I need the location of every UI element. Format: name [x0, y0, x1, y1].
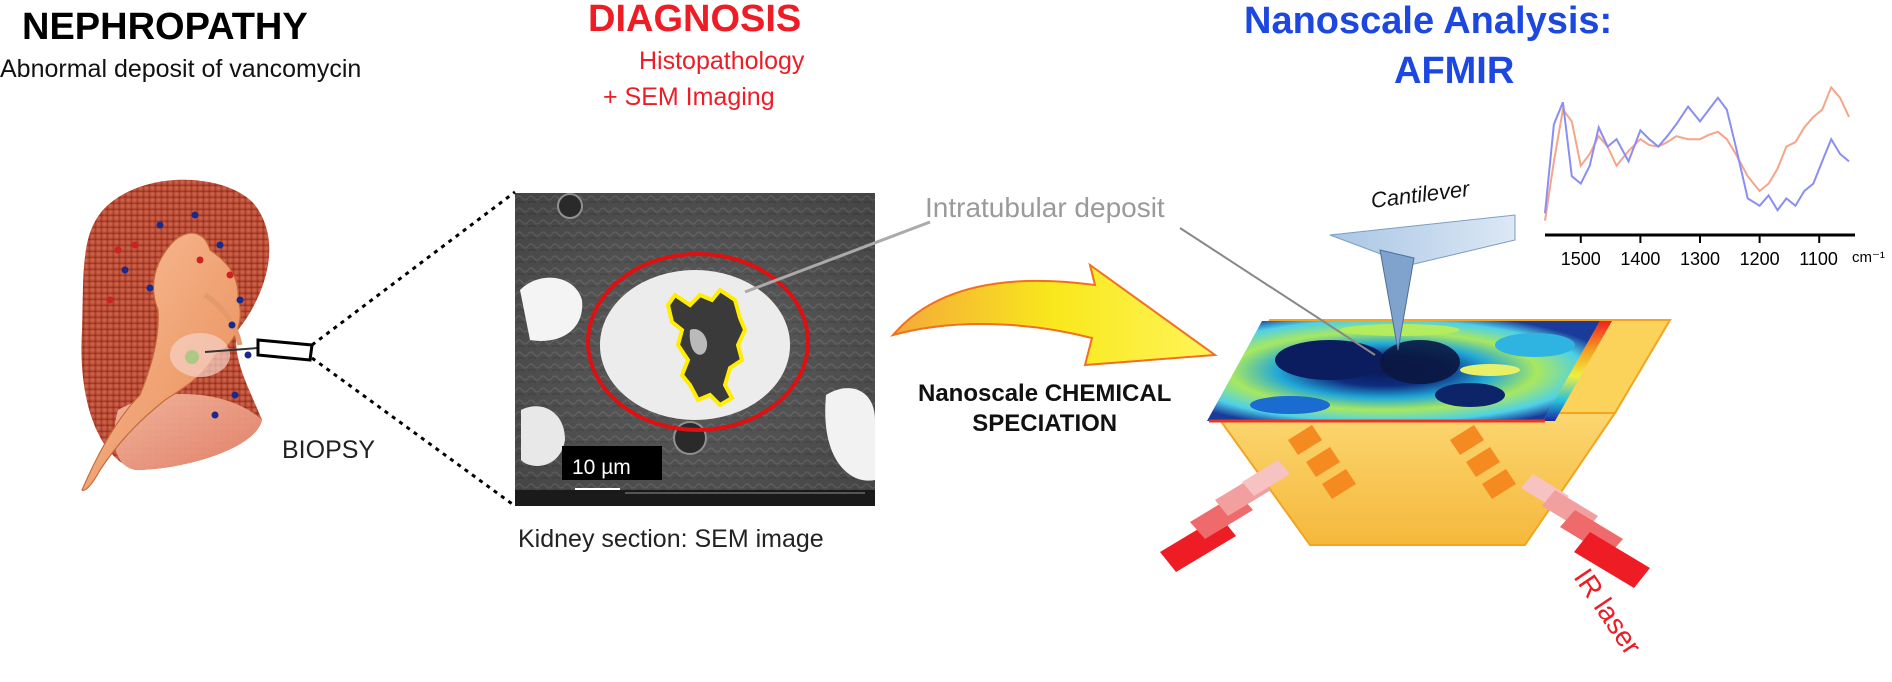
- tubule-outline: [586, 252, 810, 432]
- nanoscale-title: Nanoscale Analysis:: [1244, 0, 1613, 42]
- spectrum-tick-label: 1100: [1799, 249, 1838, 269]
- spectrum-series-2: [1544, 96, 1850, 214]
- prism-ir-bands-left: [1288, 425, 1356, 499]
- deposit-map-leader-line: [1179, 227, 1376, 356]
- speciation-label: Nanoscale CHEMICAL SPECIATION: [918, 379, 1171, 439]
- diagnosis-title: DIAGNOSIS: [588, 0, 802, 40]
- prism-ir-bands-right: [1450, 425, 1516, 499]
- scale-bar-box: [562, 446, 662, 480]
- kidney-dots-blue: [121, 211, 252, 419]
- sem-image: [515, 193, 875, 506]
- biopsy-needle: [204, 347, 259, 353]
- sem-caption: Kidney section: SEM image: [518, 525, 824, 553]
- biopsy-label: BIOPSY: [282, 436, 376, 464]
- nephropathy-title: NEPHROPATHY: [22, 6, 308, 48]
- afmir-title: AFMIR: [1394, 50, 1515, 92]
- spectrum-series-1: [1544, 85, 1850, 221]
- speciation-line-2: SPECIATION: [972, 410, 1118, 437]
- chemical-map: [1207, 321, 1612, 421]
- kidney-dots-red: [106, 241, 234, 304]
- speciation-line-1: Nanoscale CHEMICAL: [918, 380, 1172, 407]
- spectrum-tick-label: 1400: [1620, 249, 1661, 269]
- ir-laser-beam-left: [1160, 460, 1290, 572]
- kidney-illustration: [81, 179, 314, 491]
- curved-arrow: [890, 262, 1218, 367]
- kidney-cut-half: [114, 393, 262, 470]
- color-scale-bar: [1543, 321, 1612, 421]
- cantilever-tip: [1379, 249, 1415, 351]
- scale-bar-label: 10 µm: [572, 456, 631, 479]
- ir-spectrum-plot: [1544, 85, 1855, 243]
- biopsy-site: [170, 333, 230, 377]
- ir-laser-beam-right: [1521, 474, 1650, 588]
- diagnosis-line-2: + SEM Imaging: [603, 83, 775, 111]
- spectrum-tick-label: 1500: [1560, 249, 1601, 269]
- biopsy-probe-icon: [256, 338, 314, 362]
- cantilever: [1329, 214, 1516, 351]
- diagnosis-line-1: Histopathology: [639, 47, 805, 75]
- renal-pelvis: [81, 232, 241, 491]
- intratubular-deposit-label: Intratubular deposit: [925, 192, 1165, 223]
- spectrum-unit-label: cm⁻¹: [1852, 249, 1885, 266]
- zoom-line-top: [311, 190, 516, 347]
- zoom-line-bottom: [311, 356, 516, 508]
- deposit-leader-line: [744, 220, 931, 294]
- nephropathy-subtitle: Abnormal deposit of vancomycin: [0, 55, 362, 83]
- spectrum-tick-label: 1200: [1739, 249, 1780, 269]
- spectrum-tick-label: 1300: [1680, 249, 1721, 269]
